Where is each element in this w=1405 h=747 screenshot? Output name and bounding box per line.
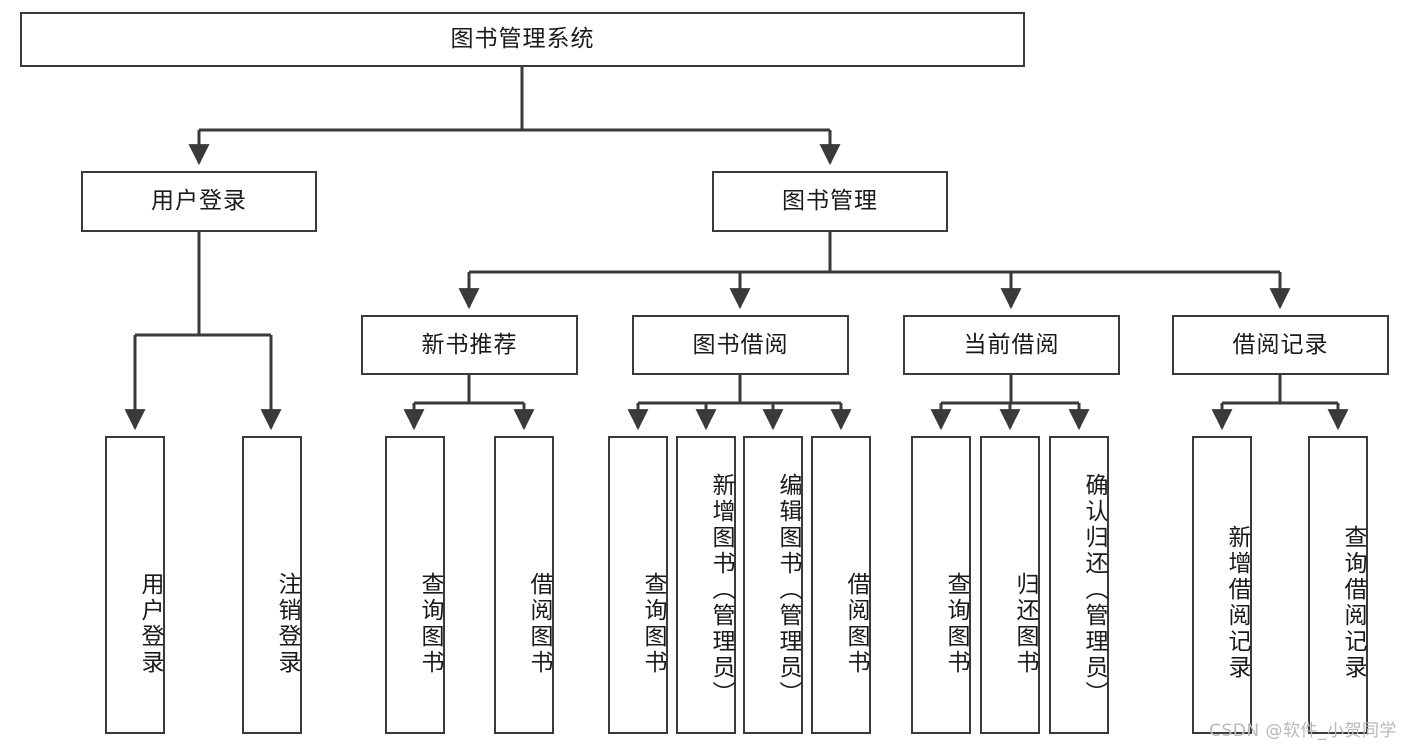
leaf-return-book[interactable]: 归还图书	[980, 436, 1040, 734]
leaf-query-book-2[interactable]: 查询图书	[608, 436, 668, 734]
node-book-borrow[interactable]: 图书借阅	[632, 315, 849, 375]
leaf-user-login-label: 用户登录	[137, 572, 163, 676]
leaf-edit-book-label: 编辑图书（管理员）	[775, 473, 801, 707]
leaf-logout-label: 注销登录	[274, 572, 300, 676]
csdn-watermark: CSDN @软件_小贺同学	[1209, 721, 1397, 741]
leaf-query-book-1[interactable]: 查询图书	[385, 436, 445, 734]
leaf-logout[interactable]: 注销登录	[242, 436, 302, 734]
leaf-confirm-return[interactable]: 确认归还（管理员）	[1049, 436, 1109, 734]
leaf-borrow-book-2-label: 借阅图书	[843, 572, 869, 676]
leaf-add-record[interactable]: 新增借阅记录	[1192, 436, 1252, 734]
node-book-borrow-label: 图书借阅	[692, 331, 789, 358]
node-new-book-recommend-label: 新书推荐	[421, 331, 518, 358]
node-new-book-recommend[interactable]: 新书推荐	[361, 315, 578, 375]
leaf-borrow-book-1[interactable]: 借阅图书	[494, 436, 554, 734]
leaf-add-book[interactable]: 新增图书（管理员）	[676, 436, 736, 734]
node-borrow-record[interactable]: 借阅记录	[1172, 315, 1389, 375]
node-book-manage-label: 图书管理	[782, 188, 878, 215]
node-user-login-label: 用户登录	[151, 188, 247, 215]
leaf-query-book-3-label: 查询图书	[943, 572, 969, 676]
node-current-borrow[interactable]: 当前借阅	[903, 315, 1120, 375]
node-book-manage[interactable]: 图书管理	[712, 171, 948, 232]
node-user-login[interactable]: 用户登录	[81, 171, 317, 232]
leaf-query-book-2-label: 查询图书	[640, 572, 666, 676]
node-borrow-record-label: 借阅记录	[1232, 331, 1329, 358]
leaf-query-record-label: 查询借阅记录	[1340, 525, 1366, 681]
leaf-query-book-3[interactable]: 查询图书	[911, 436, 971, 734]
leaf-confirm-return-label: 确认归还（管理员）	[1081, 473, 1107, 707]
node-root-label: 图书管理系统	[450, 26, 595, 53]
leaf-query-record[interactable]: 查询借阅记录	[1308, 436, 1368, 734]
leaf-edit-book[interactable]: 编辑图书（管理员）	[743, 436, 803, 734]
leaf-add-book-label: 新增图书（管理员）	[708, 473, 734, 707]
leaf-borrow-book-2[interactable]: 借阅图书	[811, 436, 871, 734]
node-current-borrow-label: 当前借阅	[963, 331, 1060, 358]
leaf-query-book-1-label: 查询图书	[417, 572, 443, 676]
leaf-return-book-label: 归还图书	[1012, 572, 1038, 676]
leaf-user-login[interactable]: 用户登录	[105, 436, 165, 734]
leaf-add-record-label: 新增借阅记录	[1224, 525, 1250, 681]
node-root[interactable]: 图书管理系统	[20, 12, 1025, 67]
leaf-borrow-book-1-label: 借阅图书	[526, 572, 552, 676]
